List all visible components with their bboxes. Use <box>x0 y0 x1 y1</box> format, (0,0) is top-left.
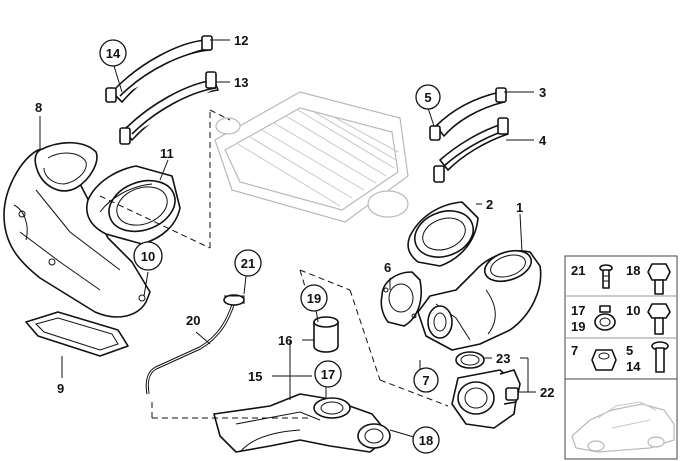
svg-text:18: 18 <box>419 433 433 448</box>
svg-text:10: 10 <box>141 249 155 264</box>
callout-4: 4 <box>539 133 547 148</box>
circled-callout-14: 14 <box>99 39 127 67</box>
o-ring-part-23 <box>455 351 485 369</box>
svg-text:5: 5 <box>424 90 431 105</box>
circled-callout-18: 18 <box>412 426 440 454</box>
leader-lines <box>39 39 536 441</box>
circled-callout-19: 19 <box>300 284 328 312</box>
clamp-part-13 <box>119 71 219 145</box>
hex-bolt-icon <box>647 263 671 295</box>
rubber-sleeve-part-11 <box>86 165 181 245</box>
circled-callout-5: 5 <box>415 84 441 110</box>
callout-9: 9 <box>57 381 64 396</box>
circled-callout-17: 17 <box>314 360 342 388</box>
flange-gasket-part-6 <box>380 271 422 327</box>
legend-label-14: 14 <box>626 359 641 374</box>
callout-3: 3 <box>539 85 546 100</box>
svg-text:7: 7 <box>422 373 429 388</box>
tube-part-20 <box>145 294 245 395</box>
intake-pipe-part-1 <box>417 249 542 351</box>
svg-text:17: 17 <box>321 367 335 382</box>
legend-label-18: 18 <box>626 263 640 278</box>
legend-label-5: 5 <box>626 343 633 358</box>
circled-callout-10: 10 <box>133 241 163 271</box>
legend-label-17: 17 <box>571 303 585 318</box>
manifold-part-18 <box>213 393 391 453</box>
legend-label-19: 19 <box>571 319 585 334</box>
callout-8: 8 <box>35 100 42 115</box>
callout-12: 12 <box>234 33 248 48</box>
hose-clamp-icon <box>594 305 616 331</box>
callout-13: 13 <box>234 75 248 90</box>
dashed-lines <box>99 109 449 419</box>
bolt-icon <box>651 341 669 373</box>
sleeve-part-19 <box>313 316 339 353</box>
clamp-part-3 <box>429 87 507 141</box>
air-duct-part-8 <box>3 141 151 318</box>
legend-label-7: 7 <box>571 343 578 358</box>
svg-text:19: 19 <box>307 291 321 306</box>
circled-callout-21: 21 <box>234 249 262 277</box>
callout-23: 23 <box>496 351 510 366</box>
callout-15: 15 <box>248 369 262 384</box>
callout-11: 11 <box>160 146 174 161</box>
callout-2: 2 <box>486 197 493 212</box>
clamp-part-4 <box>433 117 509 183</box>
legend-label-21: 21 <box>571 263 585 278</box>
gasket-part-9 <box>25 311 129 357</box>
callout-20: 20 <box>186 313 200 328</box>
callout-22: 22 <box>540 385 554 400</box>
car-silhouette-icon <box>571 401 675 453</box>
sleeve-part-2 <box>407 201 479 267</box>
intercooler-ghost <box>214 91 409 223</box>
circled-callout-7: 7 <box>413 367 439 393</box>
throttle-valve-part-22 <box>451 369 521 429</box>
hardware-legend: 21 18 17 19 10 7 5 14 <box>564 255 678 460</box>
callout-6: 6 <box>384 260 391 275</box>
callout-1: 1 <box>516 200 523 215</box>
legend-label-10: 10 <box>626 303 640 318</box>
clamp-part-12 <box>105 35 213 103</box>
flange-bolt-icon <box>647 303 671 335</box>
svg-text:14: 14 <box>106 46 121 61</box>
screw-icon <box>599 264 613 289</box>
callout-16: 16 <box>278 333 292 348</box>
nut-icon <box>591 349 617 371</box>
svg-text:21: 21 <box>241 256 255 271</box>
